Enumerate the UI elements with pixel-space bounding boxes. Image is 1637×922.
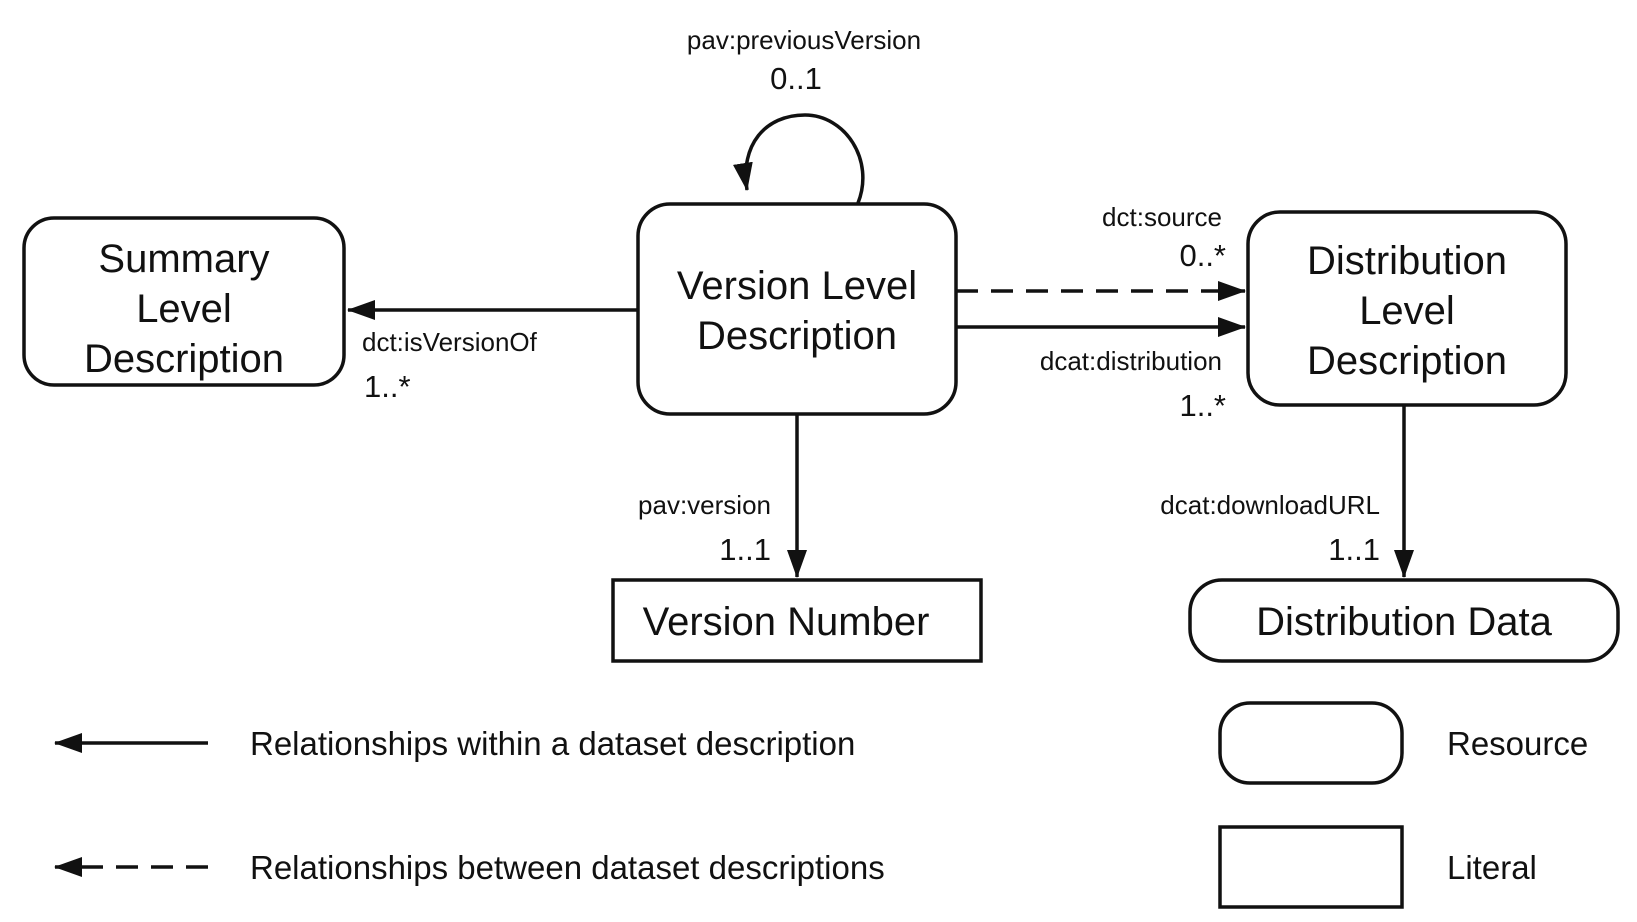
- version-level-description-node: Version Level Description: [636, 202, 958, 416]
- distribution-node-line-2: Level: [1359, 289, 1455, 333]
- previous-version-edge: pav:previousVersion 0..1: [687, 25, 921, 204]
- version-edge-label: pav:version: [638, 490, 771, 520]
- version-number-label: Version Number: [643, 600, 930, 644]
- summary-node-line-1: Summary: [98, 237, 269, 281]
- distribution-node-line-1: Distribution: [1307, 239, 1507, 283]
- is-version-of-edge: dct:isVersionOf 1..*: [347, 300, 638, 404]
- legend-literal-text: Literal: [1447, 849, 1537, 886]
- source-label: dct:source: [1102, 202, 1222, 232]
- legend: Relationships within a dataset descripti…: [54, 701, 1588, 909]
- version-number-node: Version Number: [611, 578, 983, 663]
- legend-resource-row: Resource: [1218, 701, 1588, 785]
- download-url-label: dcat:downloadURL: [1160, 490, 1380, 520]
- version-edge: pav:version 1..1: [638, 414, 807, 578]
- distribution-data-node: Distribution Data: [1188, 578, 1620, 663]
- download-url-edge: dcat:downloadURL 1..1: [1160, 405, 1414, 578]
- previous-version-multiplicity: 0..1: [770, 61, 822, 96]
- version-node-line-2: Description: [697, 314, 897, 358]
- legend-between-row: Relationships between dataset descriptio…: [54, 849, 885, 886]
- distribution-node-line-3: Description: [1307, 339, 1507, 383]
- source-edge: dct:source 0..*: [956, 202, 1246, 301]
- version-edge-multiplicity: 1..1: [719, 532, 771, 567]
- legend-literal-row: Literal: [1218, 825, 1537, 909]
- source-multiplicity: 0..*: [1179, 238, 1226, 273]
- distribution-data-label: Distribution Data: [1256, 600, 1552, 644]
- distribution-edge: dcat:distribution 1..*: [956, 317, 1246, 423]
- distribution-edge-label: dcat:distribution: [1040, 346, 1222, 376]
- previous-version-label: pav:previousVersion: [687, 25, 921, 55]
- is-version-of-label: dct:isVersionOf: [362, 327, 538, 357]
- legend-between-text: Relationships between dataset descriptio…: [250, 849, 885, 886]
- summary-level-description-node: Summary Level Description: [22, 216, 346, 387]
- legend-within-text: Relationships within a dataset descripti…: [250, 725, 855, 762]
- legend-resource-text: Resource: [1447, 725, 1588, 762]
- distribution-edge-multiplicity: 1..*: [1179, 388, 1226, 423]
- legend-within-row: Relationships within a dataset descripti…: [54, 725, 855, 762]
- summary-node-line-2: Level: [136, 287, 232, 331]
- version-node-line-1: Version Level: [677, 264, 917, 308]
- is-version-of-multiplicity: 1..*: [364, 369, 411, 404]
- legend-resource-shape: [1218, 701, 1404, 785]
- download-url-multiplicity: 1..1: [1328, 532, 1380, 567]
- legend-literal-shape: [1218, 825, 1404, 909]
- distribution-level-description-node: Distribution Level Description: [1246, 210, 1568, 407]
- summary-node-line-3: Description: [84, 337, 284, 381]
